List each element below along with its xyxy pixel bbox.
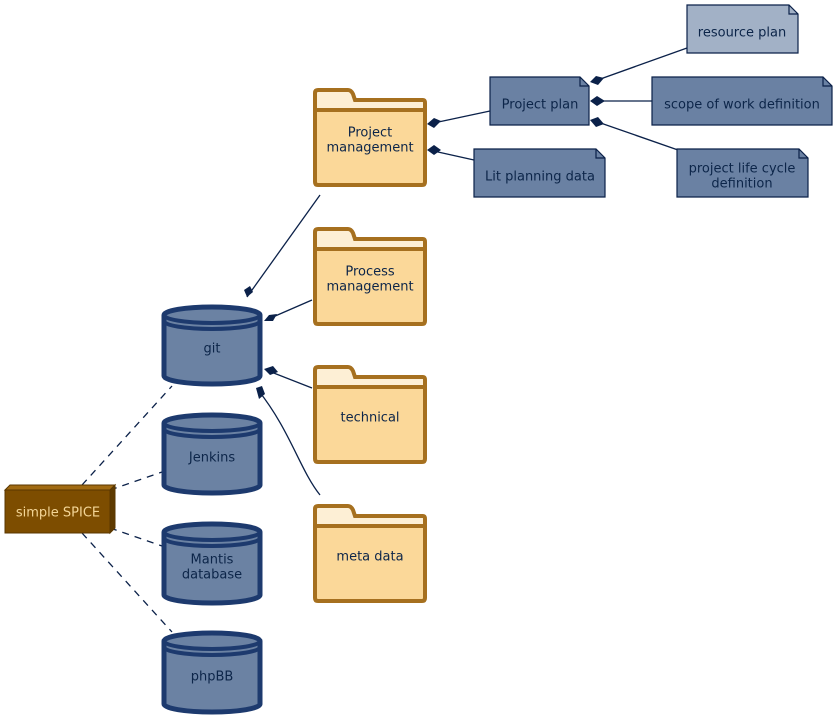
folder-process-management-label-2: management	[326, 280, 413, 295]
folder-technical-label: technical	[340, 411, 399, 426]
database-jenkins[interactable]: Jenkins	[161, 412, 263, 496]
folder-project-management-label-1: Project	[348, 126, 392, 141]
folder-meta-data[interactable]: meta data	[313, 504, 427, 603]
edge-spice-phpbb	[81, 532, 173, 633]
note-scope-of-work-label: scope of work definition	[664, 98, 820, 113]
database-jenkins-label: Jenkins	[188, 451, 235, 466]
database-git[interactable]: git	[161, 304, 263, 387]
edge-plan-lifecycle	[591, 119, 679, 151]
database-mantis[interactable]: Mantis database	[161, 521, 263, 606]
folder-project-management-label-2: management	[326, 141, 413, 156]
note-resource-plan-label: resource plan	[698, 26, 786, 41]
folder-meta-data-label: meta data	[336, 550, 403, 565]
note-project-life-cycle[interactable]: project life cycle definition	[676, 148, 809, 198]
diamond-pm-lit-planning	[427, 145, 441, 155]
diamond-git-meta-data	[256, 386, 265, 399]
folder-technical[interactable]: technical	[313, 365, 427, 464]
edge-spice-mantis	[109, 527, 163, 547]
edge-git-meta-data	[257, 389, 321, 496]
diamond-git-project-management	[244, 286, 253, 297]
database-mantis-label-1: Mantis	[191, 553, 234, 568]
note-resource-plan[interactable]: resource plan	[686, 4, 799, 54]
diamond-plan-scope	[590, 96, 605, 106]
edge-plan-resource	[591, 47, 688, 83]
database-git-label: git	[204, 342, 221, 357]
note-lit-planning-data-label: Lit planning data	[485, 170, 595, 185]
database-phpbb-label: phpBB	[191, 670, 234, 685]
note-lit-planning-data[interactable]: Lit planning data	[473, 148, 606, 198]
edge-git-project-management	[246, 194, 321, 298]
edge-spice-git	[81, 385, 173, 486]
note-project-plan-label: Project plan	[502, 98, 579, 113]
folder-project-management[interactable]: Project management	[313, 88, 427, 187]
folder-process-management-label-1: Process	[345, 265, 395, 280]
diamond-git-technical	[264, 366, 278, 375]
edge-spice-jenkins	[109, 471, 163, 491]
database-mantis-label-2: database	[182, 568, 242, 583]
note-scope-of-work[interactable]: scope of work definition	[651, 76, 833, 126]
diamond-pm-project-plan	[427, 118, 441, 128]
diamond-plan-resource	[590, 76, 604, 85]
node-simple-spice[interactable]: simple SPICE	[3, 483, 117, 535]
note-project-life-cycle-label-1: project life cycle	[689, 162, 796, 177]
note-project-plan[interactable]: Project plan	[489, 76, 590, 126]
database-phpbb[interactable]: phpBB	[161, 630, 263, 715]
diamond-plan-lifecycle	[590, 117, 604, 127]
diamond-git-process-management	[264, 314, 277, 321]
edges	[81, 47, 688, 633]
folder-process-management[interactable]: Process management	[313, 227, 427, 326]
node-simple-spice-label: simple SPICE	[16, 506, 100, 521]
note-project-life-cycle-label-2: definition	[711, 177, 772, 192]
